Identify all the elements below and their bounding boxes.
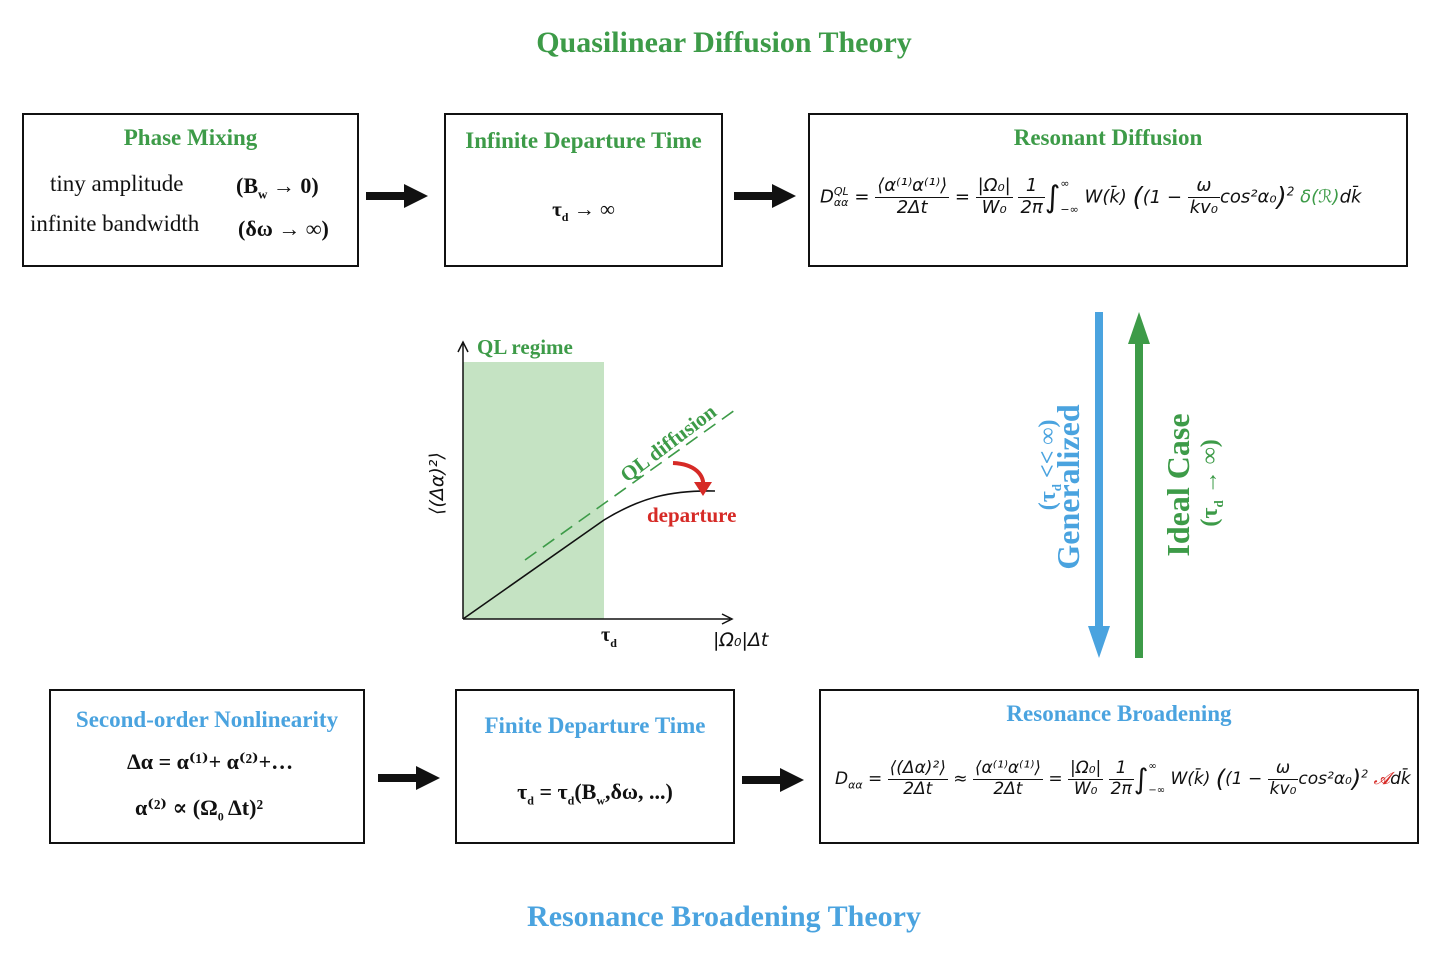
arrow-right-icon [378, 766, 440, 790]
tiny-amplitude-label: tiny amplitude [50, 171, 184, 196]
phase-mixing-box: Phase Mixing tiny amplitude (Bw → 0) inf… [22, 113, 359, 267]
departure-curve [462, 490, 716, 620]
x-axis-label: |Ω₀|Δt [713, 629, 770, 651]
second-order-box: Second-order Nonlinearity Δα = α⁽¹⁾+ α⁽²… [49, 689, 365, 844]
infinite-departure-heading: Infinite Departure Time [465, 128, 702, 153]
generalized-arrow-icon [1088, 312, 1110, 658]
finite-departure-heading: Finite Departure Time [484, 713, 706, 738]
ideal-case-condition: (τd → ∞) [1197, 439, 1226, 527]
ql-departure-plot: QL regime QL diffusion departure ⟨(Δα)²⟩… [426, 335, 770, 651]
tau-d-expression: τd = τd(Bw,δω, ...) [517, 779, 673, 808]
infinite-bandwidth-label: infinite bandwidth [30, 211, 200, 236]
x-axis-arrowhead [721, 613, 734, 625]
ql-regime-shade [463, 362, 604, 619]
y-axis-arrowhead [457, 340, 469, 353]
finite-departure-box: Finite Departure Time τd = τd(Bw,δω, ...… [455, 689, 735, 844]
ideal-case-arrow-icon [1128, 312, 1150, 658]
phase-mixing-heading: Phase Mixing [123, 125, 258, 150]
resonant-diffusion-heading: Resonant Diffusion [1013, 125, 1203, 150]
infinite-departure-box: Infinite Departure Time τd → ∞ [444, 113, 723, 267]
top-title: Quasilinear Diffusion Theory [536, 26, 912, 59]
arrow-right-icon [734, 184, 796, 208]
infinite-bandwidth-condition: (δω → ∞) [238, 216, 329, 241]
arrow-right-icon [742, 768, 804, 792]
departure-label: departure [647, 503, 736, 527]
broadening-equation: Dαα = ⟨(Δα)²⟩2Δt ≈ ⟨α⁽¹⁾α⁽¹⁾⟩2Δt = |Ω₀|W… [835, 757, 1411, 799]
tiny-amplitude-condition: (Bw → 0) [236, 173, 319, 202]
generalized-condition: (τd << ∞) [1035, 419, 1064, 511]
bottom-title: Resonance Broadening Theory [527, 900, 921, 933]
alpha2-scaling: α⁽²⁾ ∝ (Ω0 Δt)² [135, 795, 264, 824]
y-axis-label: ⟨(Δα)²⟩ [426, 452, 448, 515]
departure-arrowhead [694, 482, 712, 496]
resonance-broadening-box: Resonance Broadening Dαα = ⟨(Δα)²⟩2Δt ≈ … [819, 689, 1419, 844]
tau-infinite-expression: τd → ∞ [552, 197, 615, 225]
arrow-right-icon [366, 184, 428, 208]
ql-diffusion-label: QL diffusion [616, 399, 722, 487]
ql-regime-label: QL regime [477, 335, 573, 359]
delta-alpha-expansion: Δα = α⁽¹⁾+ α⁽²⁾+… [127, 749, 294, 774]
resonance-broadening-heading: Resonance Broadening [1006, 701, 1232, 726]
tau-d-tick-label: τd [601, 624, 617, 650]
second-order-heading: Second-order Nonlinearity [75, 707, 339, 732]
